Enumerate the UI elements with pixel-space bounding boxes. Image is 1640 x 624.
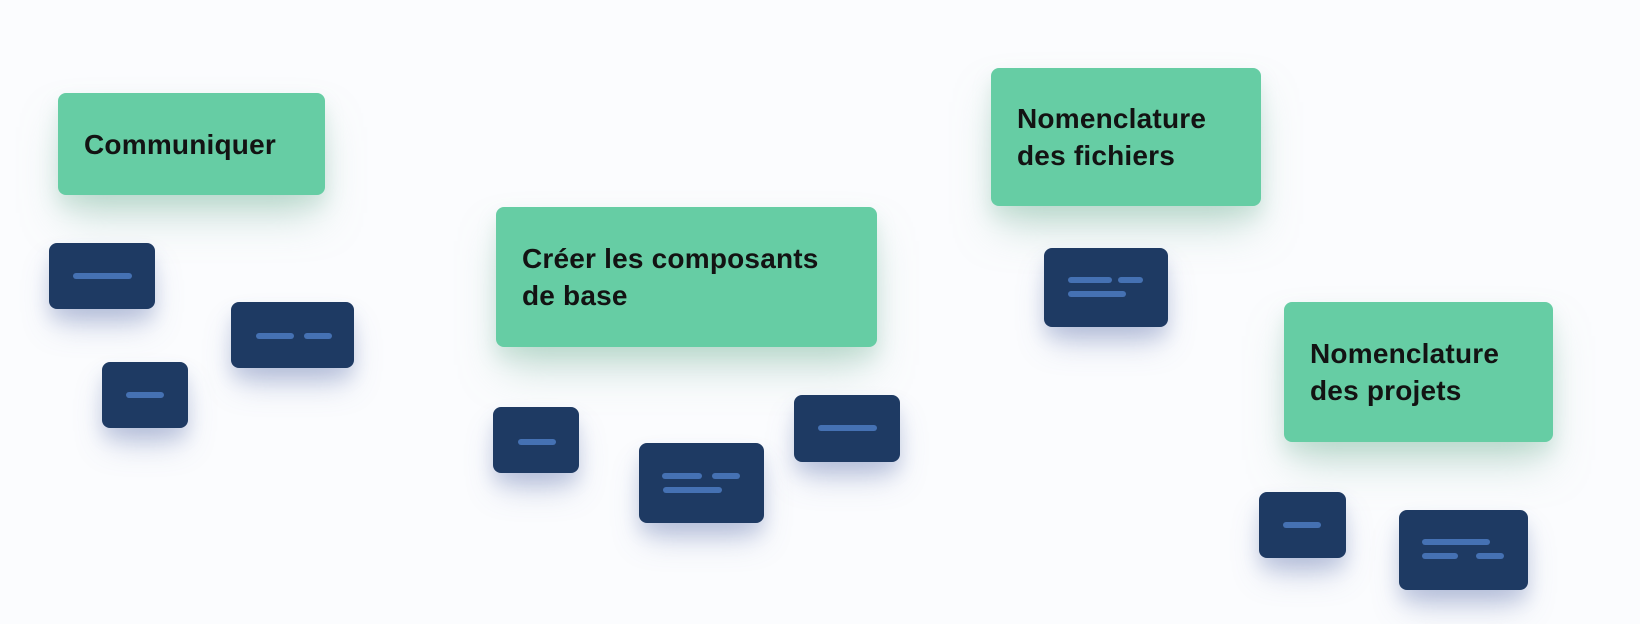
placeholder-line [1283, 522, 1321, 528]
placeholder-line [1068, 277, 1112, 283]
placeholder-line [712, 473, 740, 479]
placeholder-line [1068, 291, 1126, 297]
task-card-nomenclature-des-projets-2[interactable] [1399, 510, 1528, 590]
group-label-text: Nomenclature des fichiers [1017, 103, 1207, 171]
task-card-communiquer-2[interactable] [231, 302, 354, 368]
placeholder-line [818, 425, 877, 431]
placeholder-line [1422, 539, 1490, 545]
placeholder-line [304, 333, 332, 339]
group-label-text: Nomenclature des projets [1310, 338, 1500, 406]
placeholder-line [518, 439, 556, 445]
task-card-creer-les-composants-de-base-3[interactable] [794, 395, 900, 462]
group-label-text: Communiquer [84, 128, 276, 160]
placeholder-line [126, 392, 164, 398]
placeholder-line [1422, 553, 1458, 559]
group-label-text: Créer les composants de base [522, 243, 819, 311]
group-label-nomenclature-des-fichiers[interactable]: Nomenclature des fichiers [991, 68, 1261, 206]
placeholder-line [1476, 553, 1504, 559]
placeholder-line [73, 273, 132, 279]
task-card-nomenclature-des-projets-1[interactable] [1259, 492, 1346, 558]
placeholder-line [662, 473, 702, 479]
task-card-nomenclature-des-fichiers-1[interactable] [1044, 248, 1168, 327]
placeholder-line [256, 333, 294, 339]
task-card-communiquer-3[interactable] [102, 362, 188, 428]
placeholder-line [663, 487, 722, 493]
task-card-creer-les-composants-de-base-2[interactable] [639, 443, 764, 523]
placeholder-line [1118, 277, 1143, 283]
group-label-communiquer[interactable]: Communiquer [58, 93, 325, 195]
group-label-creer-les-composants-de-base[interactable]: Créer les composants de base [496, 207, 877, 347]
group-label-nomenclature-des-projets[interactable]: Nomenclature des projets [1284, 302, 1553, 442]
task-card-communiquer-1[interactable] [49, 243, 155, 309]
task-card-creer-les-composants-de-base-1[interactable] [493, 407, 579, 473]
